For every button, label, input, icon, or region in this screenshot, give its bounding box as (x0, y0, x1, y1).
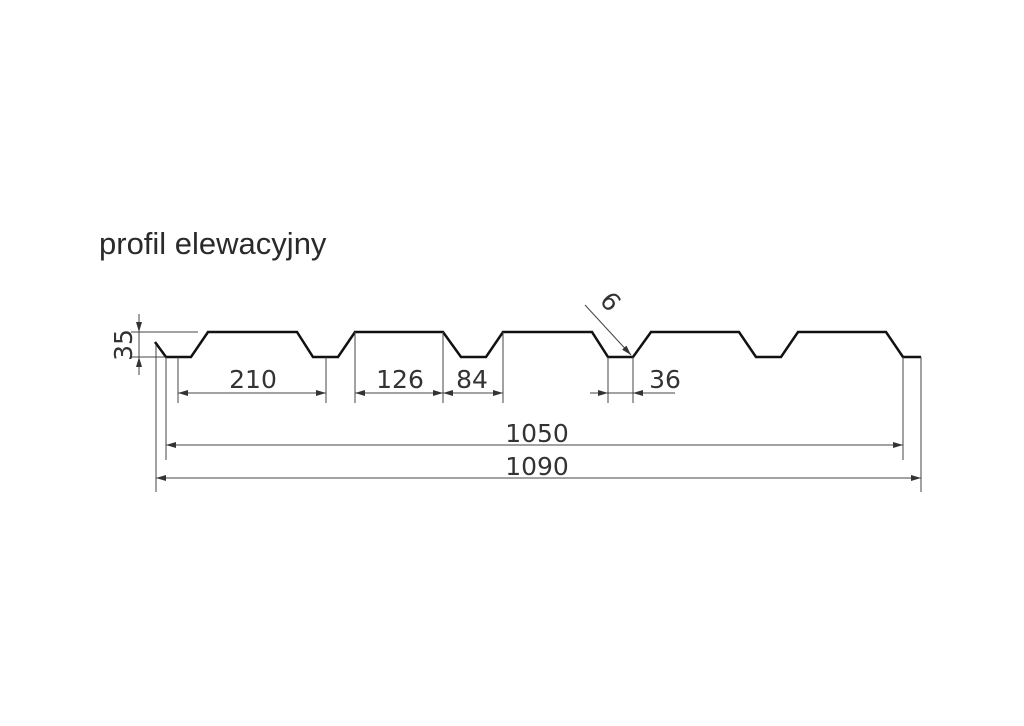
effective-width-label: 1050 (505, 419, 569, 448)
sheet-profile (153, 330, 921, 359)
pitch-label: 210 (229, 365, 277, 394)
crest-label: 126 (376, 365, 424, 394)
bottom-label: 36 (649, 365, 681, 394)
radius-label: 6 (594, 286, 626, 317)
diagram-title: profil elewacyjny (99, 226, 327, 261)
trough-label: 84 (456, 365, 488, 394)
height-label: 35 (109, 329, 138, 361)
total-width-label: 1090 (505, 452, 569, 481)
dimension-lines (136, 304, 921, 481)
